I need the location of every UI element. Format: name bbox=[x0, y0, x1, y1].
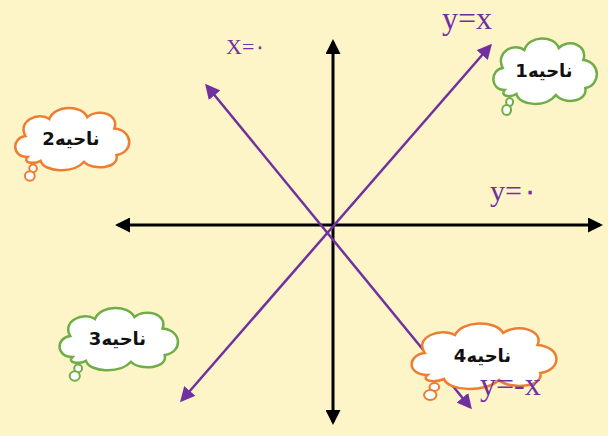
region-label: ناحیه2 bbox=[42, 128, 99, 149]
region-label: ناحیه4 bbox=[454, 345, 511, 366]
region-cloud: ناحیه1 bbox=[485, 30, 603, 110]
y-axis bbox=[332, 42, 335, 422]
line-equation: y=-x bbox=[480, 368, 541, 400]
region-label: ناحیه3 bbox=[89, 328, 146, 349]
region-cloud: ناحیه2 bbox=[6, 100, 136, 176]
region-cloud: ناحیه3 bbox=[50, 300, 185, 376]
line-equation: X=۰ bbox=[226, 36, 266, 58]
line-equation: y=۰ bbox=[490, 176, 538, 206]
region-label: ناحیه1 bbox=[515, 60, 572, 81]
line-equation: y=x bbox=[442, 2, 492, 34]
x-axis bbox=[118, 224, 600, 227]
